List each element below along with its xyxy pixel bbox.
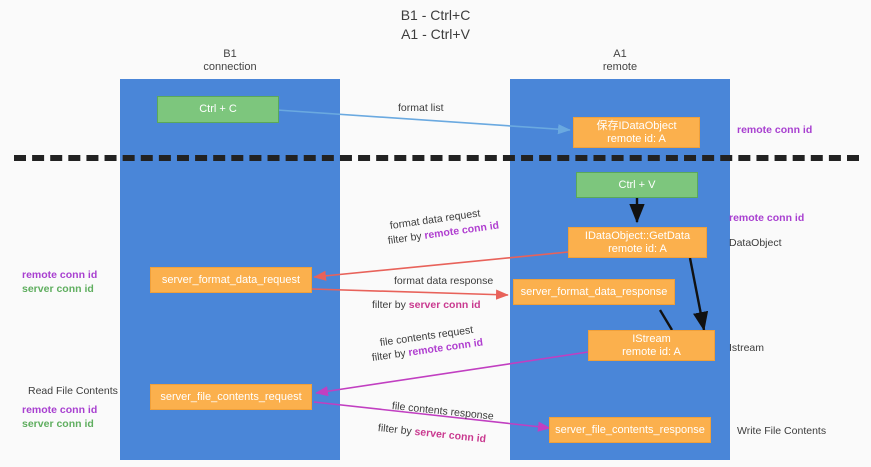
edge-label-format-list-text: format list [398, 102, 444, 114]
edge-filter-format-data-response-prefix: filter by [372, 299, 409, 311]
note-write-file-contents: Write File Contents [737, 424, 826, 438]
note-ids-upper-remote: remote conn id [22, 269, 98, 281]
edge-filter-file-contents-response-prefix: filter by [377, 422, 416, 438]
box-idataobject-getdata-label: IDataObject::GetData [584, 229, 691, 242]
arrow-format-data-response [311, 288, 509, 300]
edge-filter-format-data-response-value: server conn id [408, 299, 481, 311]
note-ids-lower-remote: remote conn id [22, 404, 98, 416]
box-ctrl-c[interactable]: Ctrl + C [157, 96, 279, 123]
lane-header-a1-name: A1 [613, 48, 627, 60]
note-remote-conn-id-top: remote conn id [737, 123, 812, 137]
box-save-idataobject-remote-id: remote id: A [607, 132, 666, 145]
edge-filter-format-data-response: filter by server conn id [372, 298, 481, 312]
lane-header-b1: B1 connection [120, 48, 340, 74]
note-istream: Istream [729, 341, 764, 355]
note-ids-lower: remote conn id server conn id [22, 403, 97, 431]
box-idataobject-getdata-remote-id: remote id: A [608, 242, 667, 255]
box-save-idataobject-label: 保存IDataObject [596, 119, 677, 132]
box-server-file-contents-request-label: server_file_contents_request [160, 390, 302, 403]
edge-label-format-list: format list [398, 101, 444, 115]
edge-label-format-data-response-text: format data response [394, 275, 494, 287]
box-save-idataobject[interactable]: 保存IDataObject remote id: A [573, 117, 700, 148]
note-istream-text: Istream [729, 342, 765, 354]
lane-header-b1-name: B1 [223, 48, 237, 60]
note-ids-upper: remote conn id server conn id [22, 268, 97, 296]
box-istream[interactable]: IStream remote id: A [588, 330, 715, 361]
note-remote-conn-id-top-text: remote conn id [737, 124, 813, 136]
box-ctrl-v[interactable]: Ctrl + V [576, 172, 698, 198]
box-server-format-data-request[interactable]: server_format_data_request [150, 267, 312, 293]
arrow-file-contents-response [313, 401, 551, 432]
note-remote-conn-id-mid-text: remote conn id [729, 212, 805, 224]
title-line-2: A1 - Ctrl+V [401, 26, 470, 42]
box-istream-remote-id: remote id: A [622, 345, 681, 358]
note-read-file-contents: Read File Contents [28, 384, 118, 398]
box-server-file-contents-response-label: server_file_contents_response [555, 423, 705, 436]
lane-header-a1: A1 remote [510, 48, 730, 74]
note-ids-upper-server: server conn id [22, 283, 94, 295]
box-server-format-data-response[interactable]: server_format_data_response [513, 279, 675, 305]
title-line-1: B1 - Ctrl+C [400, 7, 471, 23]
note-remote-conn-id-mid: remote conn id [729, 211, 804, 225]
box-ctrl-v-label: Ctrl + V [618, 178, 656, 191]
note-ids-lower-server: server conn id [22, 418, 94, 430]
box-idataobject-getdata[interactable]: IDataObject::GetData remote id: A [568, 227, 707, 258]
box-server-format-data-request-label: server_format_data_request [161, 273, 301, 286]
note-write-file-contents-text: Write File Contents [737, 425, 827, 437]
arrow-getdata-to-istream [688, 257, 709, 332]
edge-label-format-data-response: format data response [394, 274, 493, 288]
arrow-file-contents-request [315, 351, 589, 397]
note-read-file-contents-text: Read File Contents [28, 385, 118, 397]
arrow-istream-to-format-response [658, 309, 674, 331]
lane-header-b1-role: connection [203, 61, 257, 73]
box-server-file-contents-response[interactable]: server_file_contents_response [549, 417, 711, 443]
box-istream-label: IStream [632, 332, 671, 345]
page-title: B1 - Ctrl+C A1 - Ctrl+V [0, 6, 871, 44]
phase-divider [14, 155, 859, 161]
box-server-format-data-response-label: server_format_data_response [520, 285, 668, 298]
box-ctrl-c-label: Ctrl + C [199, 103, 237, 115]
note-dataobject: DataObject [729, 236, 782, 250]
arrow-format-data-request [313, 251, 569, 281]
note-dataobject-text: DataObject [729, 237, 782, 249]
arrow-format-list [276, 109, 571, 135]
lane-header-a1-role: remote [602, 61, 638, 73]
box-server-file-contents-request[interactable]: server_file_contents_request [150, 384, 312, 410]
